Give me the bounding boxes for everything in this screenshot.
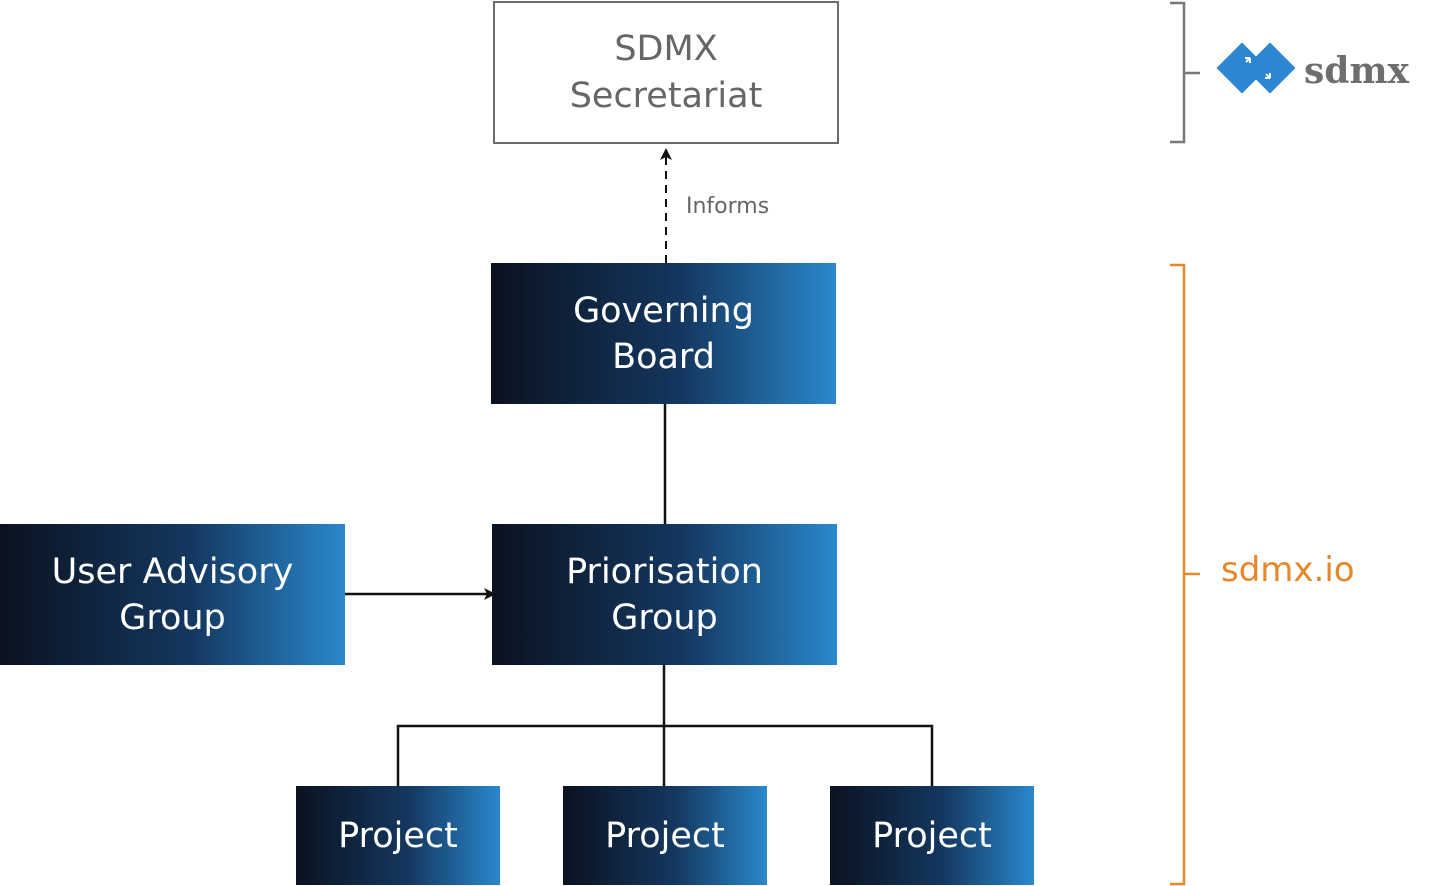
- sdmx-bracket: [1170, 1, 1200, 144]
- user-advisory-group-node: User Advisory Group: [0, 524, 345, 665]
- project-node: Project: [563, 786, 767, 885]
- user-advisory-line-1: User Advisory: [51, 551, 294, 592]
- governing-board-line-1: Governing: [573, 290, 754, 331]
- governing-board-node: Governing Board: [491, 263, 836, 404]
- project-node: Project: [296, 786, 500, 885]
- project-label: Project: [338, 815, 458, 856]
- priorisation-line-2: Group: [611, 597, 718, 638]
- sdmx-logo-mark-icon: [1216, 42, 1296, 94]
- sdmx-logo-text: sdmx: [1304, 50, 1409, 92]
- project-label: Project: [605, 815, 725, 856]
- project-node: Project: [830, 786, 1034, 885]
- priorisation-to-projects-connector: [396, 665, 934, 786]
- priorisation-line-1: Priorisation: [566, 551, 763, 592]
- governing-board-line-2: Board: [612, 336, 715, 377]
- informs-label: Informs: [686, 194, 770, 219]
- sdmxio-label: sdmx.io: [1221, 550, 1355, 590]
- sdmxio-bracket: [1170, 263, 1200, 886]
- priorisation-group-node: Priorisation Group: [492, 524, 837, 665]
- user-advisory-line-2: Group: [119, 597, 226, 638]
- project-label: Project: [872, 815, 992, 856]
- sdmx-logo: sdmx: [1216, 40, 1416, 106]
- secretariat-line-1: SDMX: [614, 28, 718, 69]
- sdmx-secretariat-node: SDMX Secretariat: [493, 1, 839, 144]
- secretariat-line-2: Secretariat: [569, 75, 763, 116]
